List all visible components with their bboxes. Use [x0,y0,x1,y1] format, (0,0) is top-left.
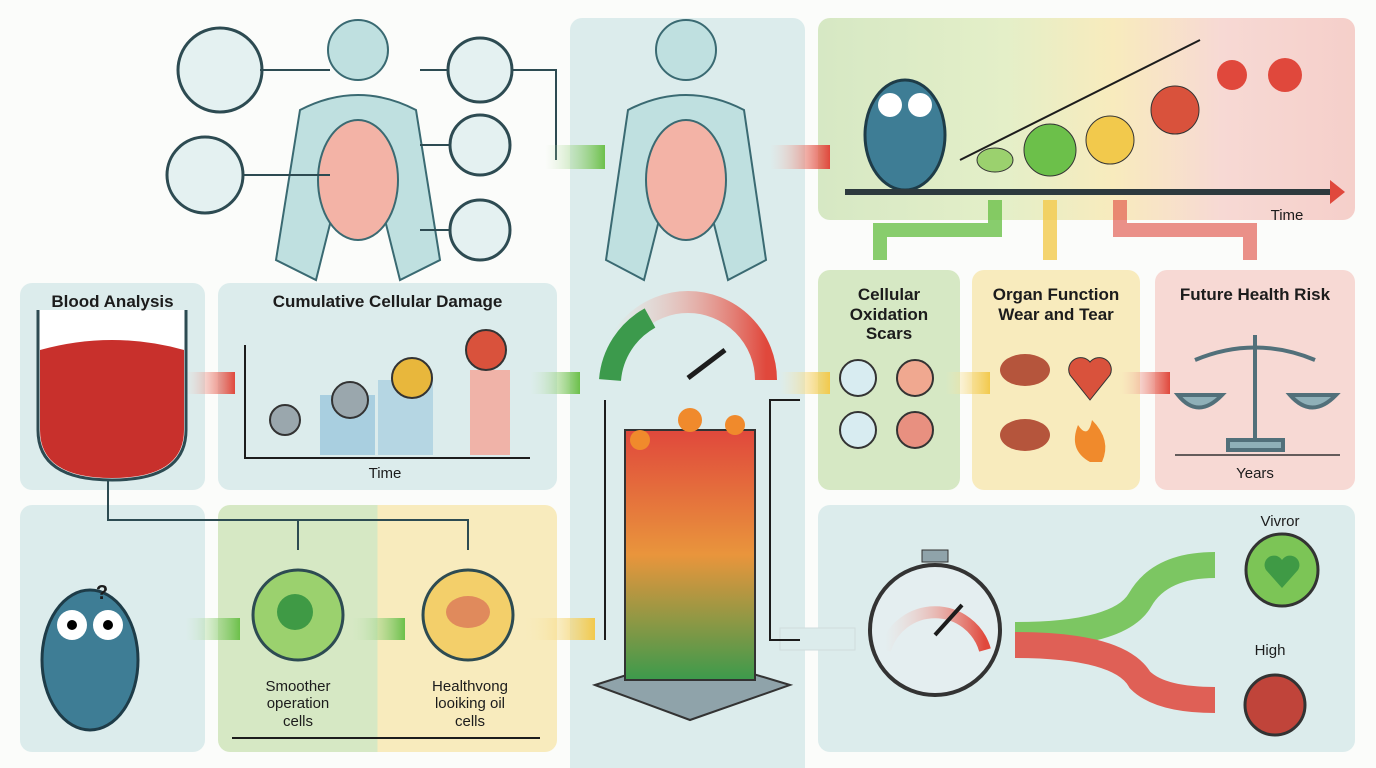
cumulative-damage-axis-label: Time [368,465,402,482]
risk-axis-label: Years [1236,465,1274,482]
human-body-icon [274,19,442,282]
owl-icon [40,588,140,732]
label-line: looiking oil [434,695,506,713]
label-line: Smoother [265,678,331,695]
flame-icon [1074,420,1106,462]
cell-icon [976,85,1200,177]
title-line: Wear and Tear [998,304,1114,324]
oxidation-title: Cellular Oxidation Scars [818,285,960,344]
liver-icon [1243,673,1307,737]
title-line: Scars [865,324,913,344]
timeline-axis-label: Time [1270,207,1304,224]
flame-icon [630,408,745,450]
liver-icon [1000,354,1050,451]
healthy-cells-label: Healthvong looiking oil cells [405,678,535,730]
label-line: cells [282,712,313,730]
owl-icon [863,78,947,192]
blood-analysis-title: Blood Analysis [51,292,174,311]
human-body-icon [604,19,768,282]
label-line: Healthvong [432,678,508,695]
cell-icon [251,568,345,662]
question-mark: ? [95,582,109,604]
scale-icon [1173,335,1341,452]
cumulative-damage-title: Cumulative Cellular Damage [272,292,503,311]
heart-icon [1244,532,1320,608]
cell-icon [839,359,934,449]
heart-icon [1068,357,1112,401]
smoother-cells-label: Smoother operation cells [238,678,358,730]
risk-title: Future Health Risk [1179,285,1331,304]
document-stack-icon [591,429,794,722]
label-line: operation [266,695,330,713]
beaker-icon [36,310,188,482]
title-line: Organ Function [992,285,1120,304]
organ-title: Organ Function Wear and Tear [972,285,1140,324]
cell-icon [421,568,515,662]
label-line: cells [454,712,485,730]
title-line: Cellular [857,285,921,304]
stopwatch-icon [868,549,1002,697]
gauge-icon [599,291,777,382]
gear-icon [269,329,507,436]
organ-panel [972,270,1140,490]
good-outcome-label: Vivror [1260,513,1300,530]
bad-outcome-label: High [1254,642,1286,659]
title-line: Oxidation [849,304,929,324]
arrow [545,145,605,169]
flame-icon [1217,58,1302,92]
